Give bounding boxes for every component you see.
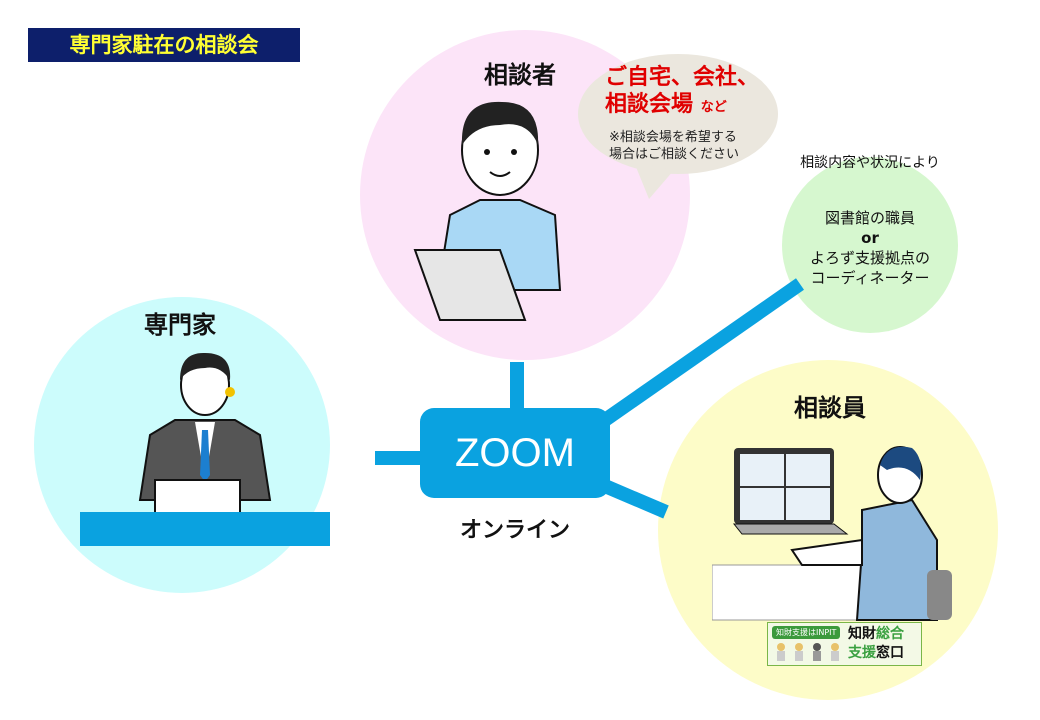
consultee-label: 相談者 — [460, 55, 580, 90]
optional-line4: コーディネーター — [786, 268, 954, 288]
logo-name-part4: 援 — [862, 645, 876, 661]
bubble-text: ご自宅、会社、 相談会場 など ※相談会場を希望する 場合はご相談ください — [605, 64, 775, 163]
bubble-main-line2: 相談会場 — [605, 92, 693, 117]
people-icon — [773, 641, 843, 663]
expert-illustration — [80, 350, 330, 550]
zoom-hub: ZOOM — [420, 408, 610, 498]
logo-tag: 知財支援はINPIT — [772, 626, 840, 639]
optional-text: 図書館の職員 or よろず支援拠点の コーディネーター — [786, 208, 954, 288]
bubble-note-line2: 場合はご相談ください — [609, 146, 775, 163]
page-title: 専門家駐在の相談会 — [28, 28, 300, 62]
logo-name-part1: 知財 — [848, 626, 876, 642]
condition-text: 相談内容や状況により — [780, 152, 960, 172]
logo-name-part2: 総合 — [876, 626, 904, 642]
logo-name-part3: 支 — [848, 645, 862, 661]
optional-line1: 図書館の職員 — [786, 208, 954, 228]
consultant-label: 相談員 — [770, 388, 890, 423]
consultee-illustration — [410, 90, 580, 330]
inpit-logo: 知財支援はINPIT 知財総合 支援窓口 — [767, 622, 922, 666]
bubble-note-line1: ※相談会場を希望する — [609, 129, 775, 146]
logo-name-part5: 窓口 — [876, 645, 904, 661]
optional-line2: or — [786, 228, 954, 248]
logo-name: 知財総合 支援窓口 — [848, 625, 904, 663]
bubble-suffix: など — [701, 100, 727, 115]
optional-line3: よろず支援拠点の — [786, 248, 954, 268]
bubble-main-line1: ご自宅、会社、 — [605, 64, 775, 91]
online-label: オンライン — [440, 512, 590, 544]
consultant-illustration — [712, 440, 962, 625]
expert-label: 専門家 — [120, 305, 240, 340]
